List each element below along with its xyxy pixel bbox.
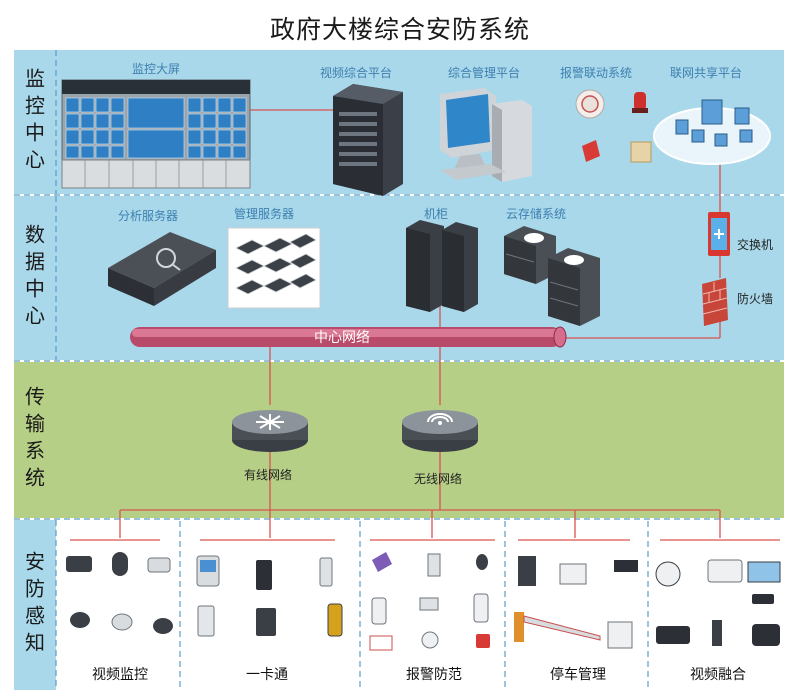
layer-label-sensing: 安防感知: [21, 551, 46, 659]
transport-area: [14, 362, 784, 518]
group-label-one-card: 一卡通: [246, 667, 288, 683]
group-label-video-monitoring: 视频监控: [92, 667, 148, 683]
management-pc: [440, 88, 532, 182]
parking-devices: [514, 556, 638, 649]
switch-device: [708, 212, 730, 256]
management-server-label: 管理服务器: [234, 207, 295, 221]
share-platform-cluster: [653, 99, 771, 165]
center-network-label: 中心网络: [314, 330, 370, 346]
cloud-storage-label: 云存储系统: [506, 207, 567, 221]
video-fusion-devices: [655, 559, 781, 646]
group-label-video-fusion: 视频融合: [690, 667, 746, 683]
firewall-device: [702, 278, 728, 326]
wired-router: [232, 410, 308, 452]
wired-network-label: 有线网络: [244, 468, 293, 482]
wireless-router: [402, 410, 478, 452]
firewall-label: 防火墙: [737, 292, 774, 306]
management-server-device: [227, 227, 321, 309]
layer-label-transport: 传输系统: [21, 386, 46, 494]
analysis-server-label: 分析服务器: [118, 209, 179, 223]
cloud-storage-device: [504, 226, 600, 326]
group-label-parking: 停车管理: [550, 667, 606, 683]
cabinet-label: 机柜: [424, 207, 449, 221]
page-title: 政府大楼综合安防系统: [269, 15, 530, 44]
switch-label: 交换机: [737, 238, 774, 252]
video-platform-device: [333, 84, 403, 196]
connection-lines: [70, 109, 780, 541]
layer-band-sensing: [14, 520, 56, 690]
layer-band-monitor: [14, 50, 56, 194]
analysis-server-device: [108, 232, 216, 306]
layer-label-data: 数据中心: [21, 224, 46, 332]
layer-separators: [14, 50, 784, 690]
alarm-linkage-label: 报警联动系统: [560, 66, 633, 80]
layer-band-data: [14, 196, 56, 360]
video-platform-label: 视频综合平台: [320, 66, 393, 80]
group-label-alarm-defense: 报警防范: [406, 667, 462, 683]
center-network-pipe: [130, 326, 567, 348]
alarm-defense-devices: [369, 552, 490, 651]
wireless-network-label: 无线网络: [414, 472, 463, 486]
video-wall-label: 监控大屏: [132, 62, 181, 76]
share-platform-label: 联网共享平台: [670, 66, 743, 80]
alarm-devices: [575, 89, 652, 163]
cabinet-device: [406, 220, 478, 312]
video-wall: [61, 79, 251, 189]
management-platform-label: 综合管理平台: [448, 66, 521, 80]
video-monitor-devices: [66, 552, 173, 634]
one-card-devices: [196, 555, 343, 637]
layer-label-monitor: 监控中心: [21, 68, 46, 176]
